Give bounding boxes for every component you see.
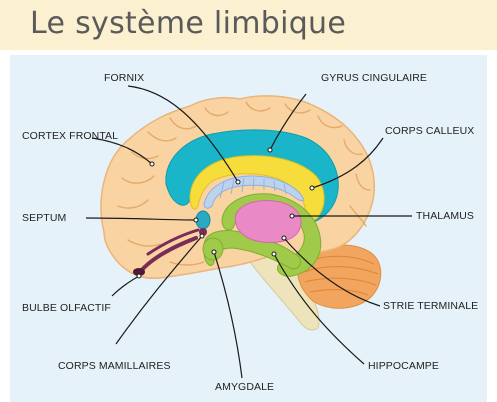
leader-gyrus-cingulaire	[269, 93, 307, 151]
olfactory-tract-2	[146, 228, 200, 256]
label-thalamus: THALAMUS	[416, 210, 474, 222]
leader-dot-septum	[193, 217, 199, 223]
label-fornix: FORNIX	[104, 72, 145, 84]
olfactory-tract	[138, 236, 198, 274]
fornix-stripes	[219, 177, 287, 199]
olfactory-bulb	[133, 268, 145, 276]
leader-dot-amygdale	[211, 249, 217, 255]
leader-dot-bulbe	[136, 273, 142, 279]
leader-dot-hippocampe	[271, 251, 277, 257]
label-strie-terminale: STRIE TERMINALE	[383, 300, 479, 312]
leader-dot-gyrus	[267, 147, 273, 153]
leader-bulbe-olfactif	[111, 275, 140, 297]
label-septum: SEPTUM	[22, 212, 67, 224]
label-amygdale: AMYGDALE	[215, 381, 275, 393]
leader-dot-fornix	[235, 179, 241, 185]
label-corps-mamillaires: CORPS MAMILLAIRES	[58, 360, 171, 372]
label-corps-calleux: CORPS CALLEUX	[385, 125, 475, 137]
label-gyrus-cingulaire: GYRUS CINGULAIRE	[321, 72, 428, 84]
title-bar	[0, 0, 497, 50]
cortex-sulci	[117, 101, 371, 266]
leader-corps-calleux	[311, 137, 384, 189]
page-title: Le système limbique	[30, 6, 347, 41]
label-hippocampe: HIPPOCAMPE	[368, 360, 440, 372]
leader-cortex-frontal	[91, 137, 153, 165]
leader-hippocampe	[273, 253, 365, 365]
leader-amygdale	[213, 251, 243, 379]
label-cortex-frontal: CORTEX FRONTAL	[22, 130, 119, 142]
thalamus	[234, 200, 302, 243]
leader-fornix	[127, 85, 239, 183]
leader-strie-terminale	[283, 237, 381, 307]
leader-corps-mamillaires	[115, 235, 203, 345]
leader-dot-thalamus	[289, 213, 295, 219]
amygdala	[202, 237, 224, 261]
leader-dot-mamillaires	[199, 233, 205, 239]
fornix	[203, 175, 305, 209]
label-bulbe-olfactif: BULBE OLFACTIF	[22, 302, 111, 314]
leader-dot-cortex	[149, 161, 155, 167]
leader-septum	[85, 217, 197, 221]
leader-dot-calleux	[309, 185, 315, 191]
leader-dot-strie	[281, 235, 287, 241]
